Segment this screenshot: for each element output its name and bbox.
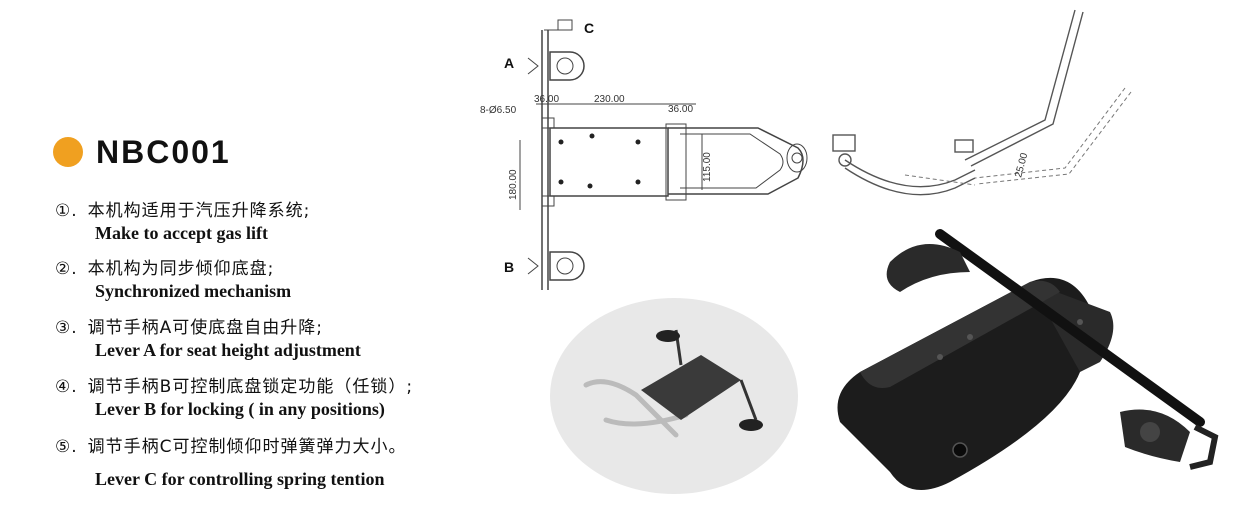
side-view-technical-drawing: 25.00 xyxy=(832,9,1132,196)
photo-lever-b xyxy=(739,419,763,431)
dim-36-right: 36.00 xyxy=(668,104,693,115)
side-hole xyxy=(952,442,968,458)
dim-180: 180.00 xyxy=(508,169,519,200)
feature-cn-text: 调节手柄C可控制倾仰时弹簧弹力大小。 xyxy=(87,437,407,457)
feature-number: ③. xyxy=(55,318,78,338)
photo-mechanism xyxy=(641,355,741,420)
feature-en-text: Synchronized mechanism xyxy=(95,281,292,301)
dim-side: 25.00 xyxy=(1013,151,1030,178)
feature-2: ②. 本机构为同步倾仰底盘; Synchronized mechanism xyxy=(55,254,291,302)
feature-en-text: Lever C for controlling spring tention xyxy=(95,469,385,489)
orange-bullet-icon xyxy=(53,137,83,167)
product-main-render xyxy=(837,229,1219,490)
mechanism-body xyxy=(837,277,1090,490)
base-plate-outline xyxy=(549,127,669,197)
dim-230: 230.00 xyxy=(594,94,625,105)
feature-3: ③. 调节手柄A可使底盘自由升降; Lever A for seat height… xyxy=(55,313,361,361)
feature-5: ⑤. 调节手柄C可控制倾仰时弹簧弹力大小。 Lever C for control… xyxy=(55,432,407,490)
feature-en-text: Lever A for seat height adjustment xyxy=(95,340,361,360)
feature-number: ⑤. xyxy=(55,437,78,457)
dim-holes: 8-Ø6.50 xyxy=(480,105,517,116)
top-view-technical-drawing: C A B 8-Ø6.50 36.00 230.00 36.00 180.00 … xyxy=(480,19,808,290)
feature-cn-text: 调节手柄B可控制底盘锁定功能（任锁）; xyxy=(87,377,414,397)
top-paddle xyxy=(886,244,970,292)
label-a: A xyxy=(504,55,514,71)
lever-b-paddle xyxy=(549,251,585,281)
feature-number: ④. xyxy=(55,377,78,397)
feature-en-text: Lever B for locking ( in any positions) xyxy=(95,399,385,419)
feature-4: ④. 调节手柄B可控制底盘锁定功能（任锁）; Lever B for lockin… xyxy=(55,372,413,420)
label-c: C xyxy=(584,20,594,36)
feature-en-text: Make to accept gas lift xyxy=(95,223,268,243)
product-code: NBC001 xyxy=(96,133,231,170)
product-title-row: NBC001 xyxy=(53,130,231,174)
feature-cn-text: 本机构为同步倾仰底盘; xyxy=(87,259,275,279)
feature-number: ②. xyxy=(55,259,78,279)
photo-lever-a xyxy=(656,330,680,342)
lever-shaft xyxy=(935,229,1205,427)
feature-cn-text: 本机构适用于汽压升降系统; xyxy=(87,201,311,221)
feature-cn-text: 调节手柄A可使底盘自由升降; xyxy=(87,318,324,338)
lever-knob-icon xyxy=(1140,422,1160,442)
feature-number: ①. xyxy=(55,201,78,221)
lever-a-paddle xyxy=(549,51,585,81)
label-b: B xyxy=(504,259,514,275)
dim-36-left: 36.00 xyxy=(534,94,559,105)
feature-1: ①. 本机构适用于汽压升降系统; Make to accept gas lift xyxy=(55,196,310,244)
product-photo-oval xyxy=(550,298,798,494)
dim-115: 115.00 xyxy=(702,152,713,182)
lever-c-knob xyxy=(557,19,573,31)
